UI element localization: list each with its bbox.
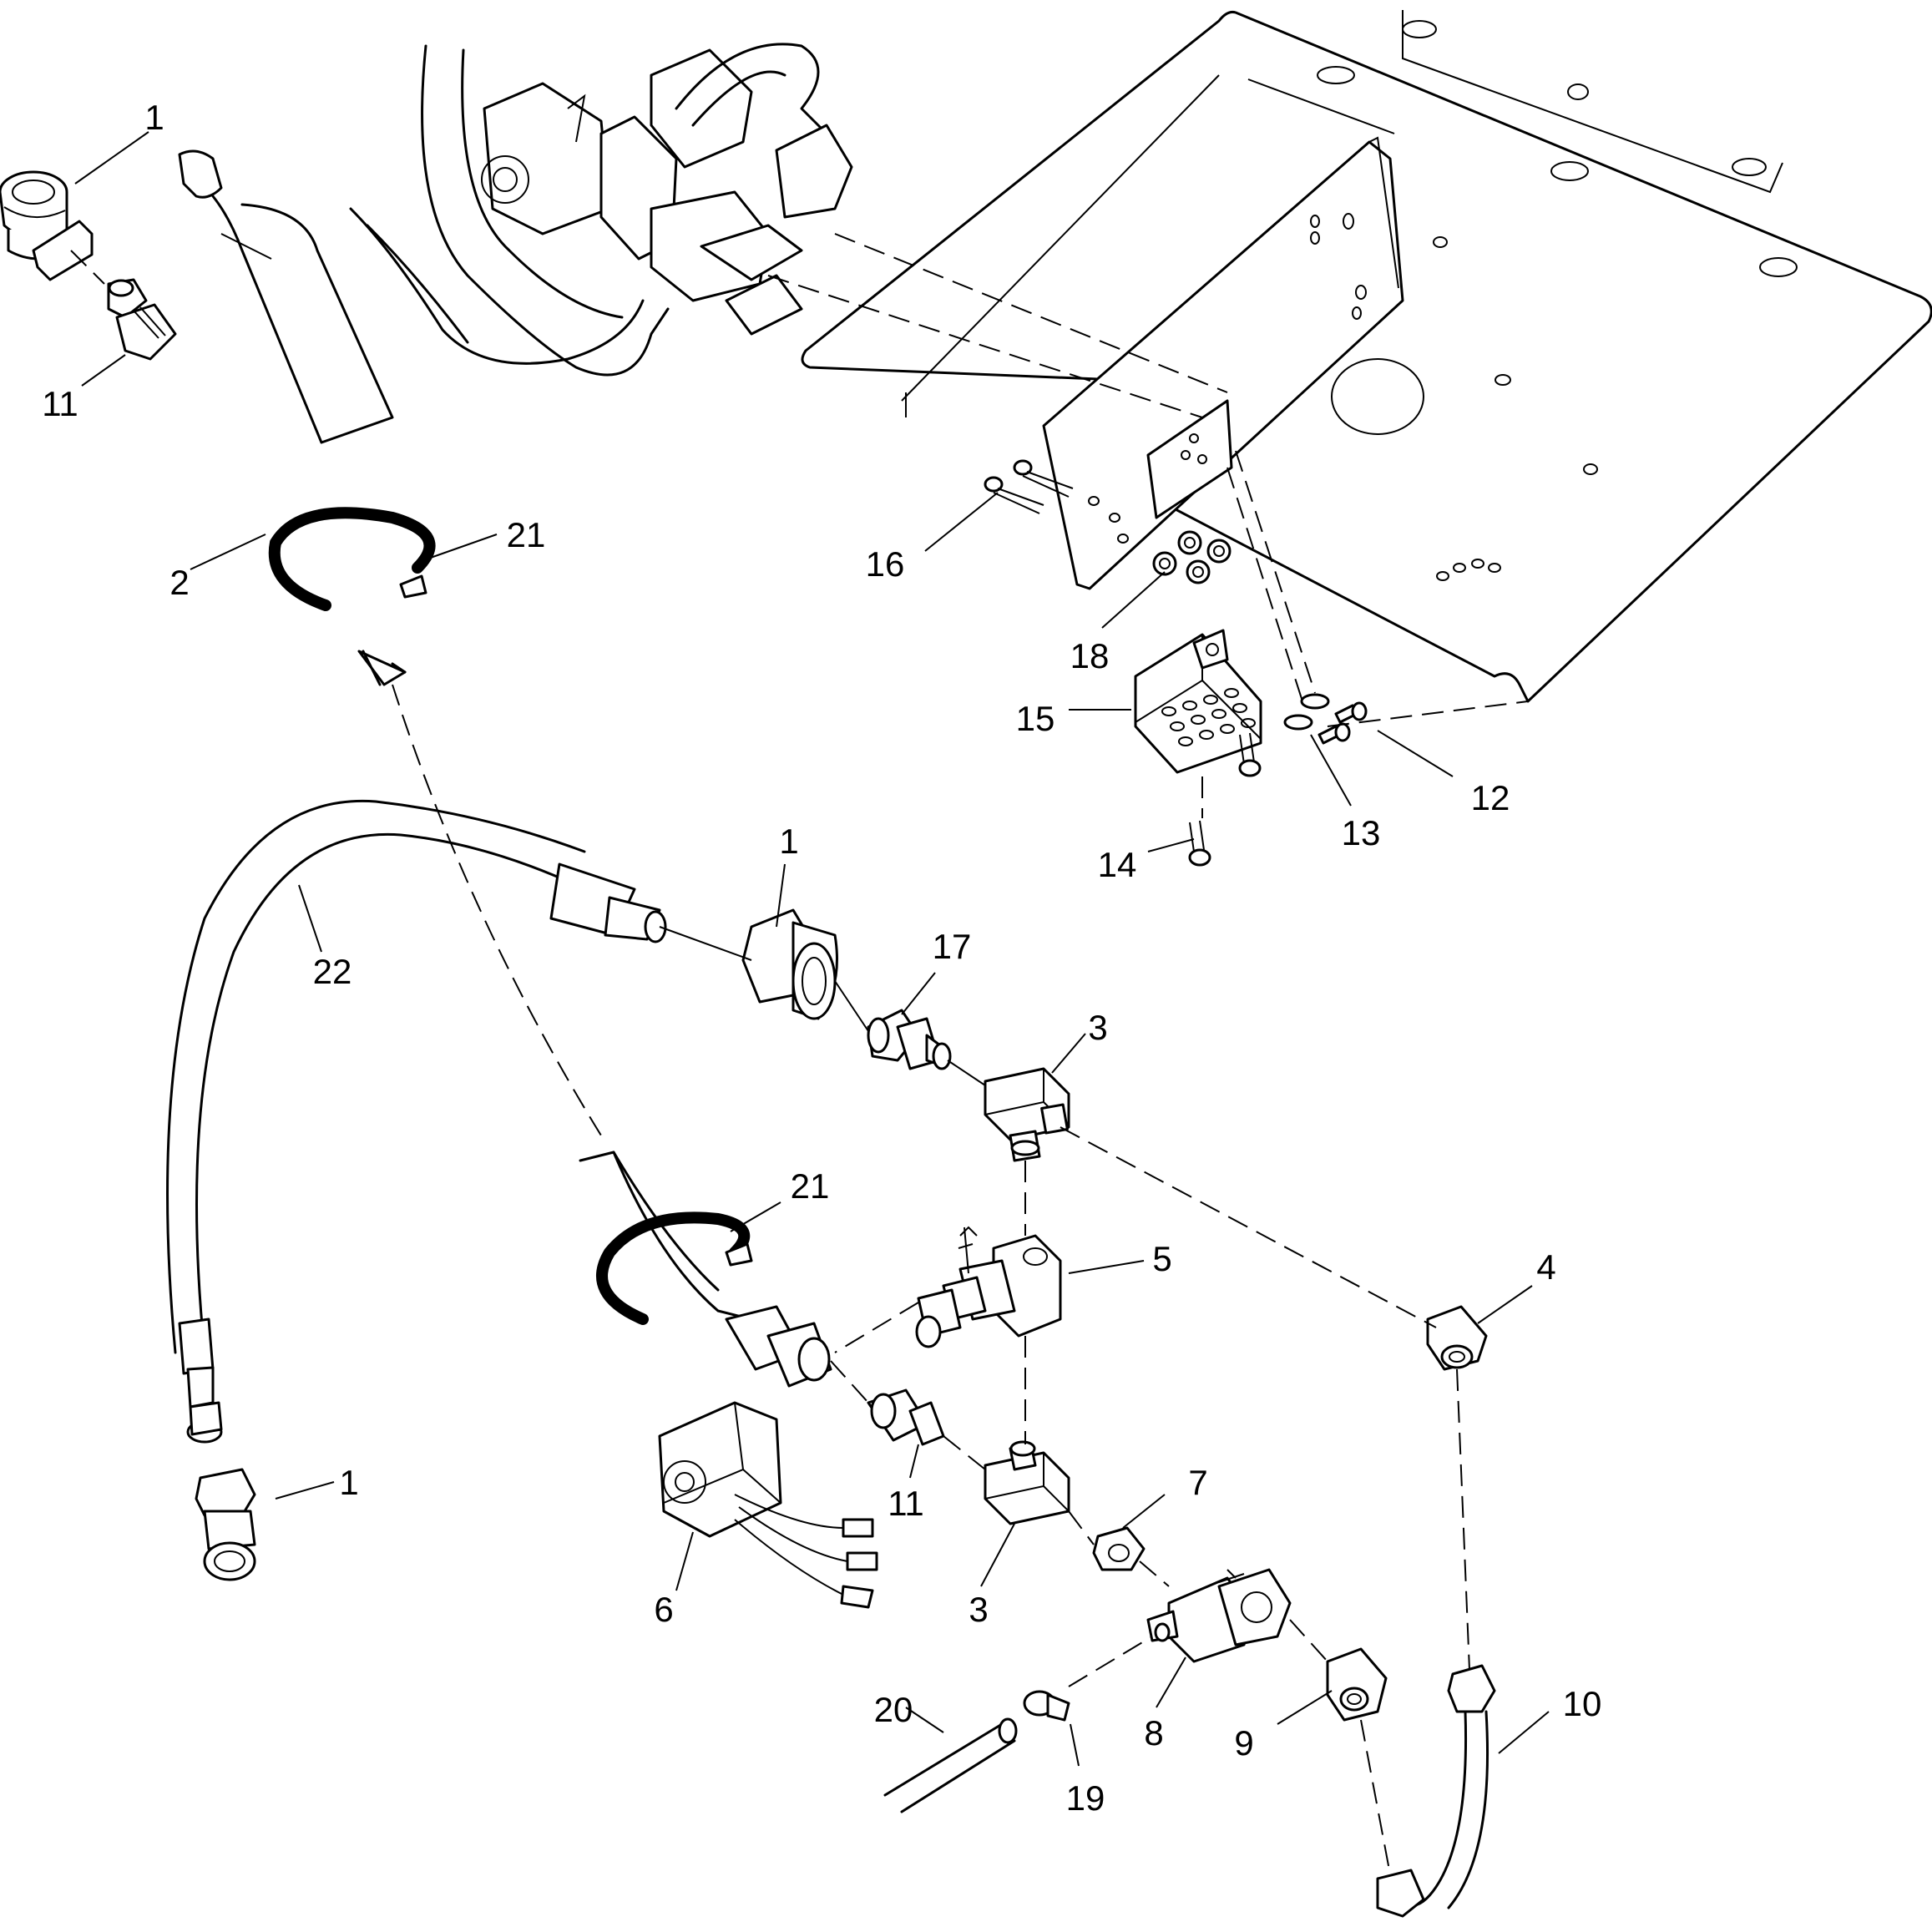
callout-9: 9: [1234, 1723, 1253, 1763]
callout-12: 12: [1471, 778, 1510, 817]
callout-22: 22: [313, 952, 352, 991]
callout-labels: 1 11 2 21 16 18 15 12 13 14 1 22 17 3 21…: [42, 98, 1601, 1818]
callout-21-bottom: 21: [791, 1166, 830, 1206]
quick-coupling-1-bottom: [195, 1468, 256, 1581]
callout-20: 20: [874, 1690, 913, 1729]
callout-1-bottom: 1: [339, 1463, 358, 1502]
callout-6: 6: [654, 1590, 673, 1629]
callout-8: 8: [1144, 1713, 1163, 1753]
tube-20: [883, 1717, 1018, 1813]
washers-13: [1283, 693, 1330, 731]
callout-19: 19: [1066, 1778, 1105, 1818]
screws-12: [1318, 701, 1368, 745]
adapter-17: [867, 1009, 952, 1070]
callout-11-top: 11: [42, 384, 78, 423]
callout-1-top: 1: [144, 98, 164, 137]
nuts-18: [1152, 530, 1232, 584]
alignment-lines: [70, 233, 1529, 1875]
callout-3-lower: 3: [969, 1590, 988, 1629]
callout-21-top: 21: [507, 515, 546, 554]
hose-2: [178, 149, 407, 686]
valve-bracket: [1042, 136, 1404, 590]
nipple-11-bottom: [867, 1388, 945, 1446]
solenoid-coil-6: [658, 1401, 878, 1609]
elbow-9: [1326, 1647, 1388, 1722]
callout-18: 18: [1070, 636, 1110, 675]
callout-1-middle: 1: [779, 822, 798, 861]
callout-10: 10: [1563, 1684, 1602, 1723]
callout-4: 4: [1536, 1247, 1555, 1287]
valve-8: [1146, 1568, 1292, 1663]
callout-15: 15: [1016, 699, 1055, 738]
callout-17: 17: [933, 927, 972, 966]
screw-16: [984, 459, 1074, 514]
tee-3-lower: [984, 1440, 1070, 1525]
terminal-block-15: [1134, 629, 1262, 774]
strap-21-top: [268, 507, 436, 611]
callout-7: 7: [1188, 1463, 1207, 1502]
quick-coupling-1-top: [0, 170, 94, 281]
leader-lines: [74, 131, 1550, 1767]
hose-2-lower: [579, 1151, 832, 1388]
nut-7: [1092, 1526, 1146, 1571]
callout-14: 14: [1098, 845, 1137, 884]
callout-16: 16: [866, 544, 905, 584]
mounting-plate: [801, 10, 1932, 703]
tee-3-upper: [984, 1067, 1070, 1162]
valve-5: [915, 1226, 1062, 1348]
callout-2: 2: [169, 563, 189, 602]
quick-coupling-1-middle: [741, 908, 838, 1020]
screw-14: [1188, 732, 1262, 867]
hose-22: [166, 799, 667, 1444]
hose-10: [1376, 1664, 1496, 1918]
callout-11-bottom: 11: [888, 1484, 924, 1523]
strap-21-bottom: [596, 1211, 753, 1325]
clamp-19: [1023, 1690, 1070, 1722]
callout-13: 13: [1342, 813, 1381, 852]
callout-3-upper: 3: [1088, 1008, 1107, 1047]
callout-5: 5: [1152, 1239, 1171, 1278]
elbow-4: [1426, 1305, 1488, 1371]
nipple-11-top: [107, 278, 177, 361]
top-valve-assembly: [349, 43, 853, 377]
